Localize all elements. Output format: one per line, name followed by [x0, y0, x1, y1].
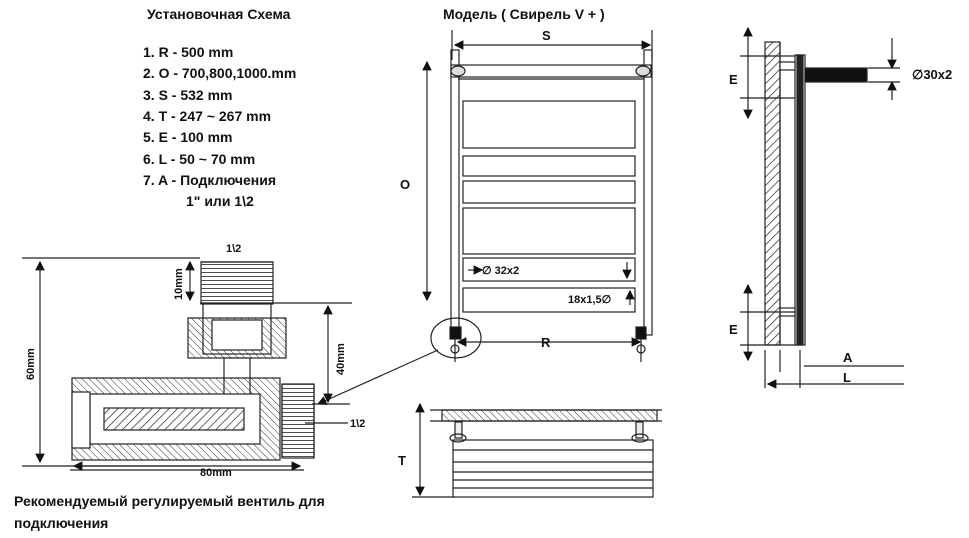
- valve-drawing: [22, 257, 352, 471]
- dim-label-l: L: [843, 370, 851, 385]
- front-view: [316, 30, 653, 405]
- pipe-diameter-label: ∅ 32x2: [482, 265, 520, 277]
- model-title: Модель ( Свирель V + ): [443, 6, 605, 22]
- spec-item-l: 6. L - 50 ~ 70 mm: [143, 151, 256, 167]
- bracket-diameter-label: ∅30x2: [912, 67, 953, 82]
- valve-top-thread: 1\2: [226, 243, 242, 255]
- spec-item-o: 2. O - 700,800,1000.mm: [143, 65, 297, 81]
- spec-item-t: 4. T - 247 ~ 267 mm: [143, 108, 272, 124]
- spec-item-r: 1. R - 500 mm: [143, 44, 234, 60]
- spec-item-a: 7. A - Подключения: [143, 172, 277, 188]
- side-view: [740, 26, 904, 389]
- dim-label-a: A: [843, 350, 853, 365]
- valve-caption-line2: подключения: [14, 515, 109, 531]
- valve-caption-line1: Рекомендуемый регулируемый вентиль для: [14, 493, 325, 509]
- install-scheme-title: Установочная Схема: [147, 6, 291, 22]
- valve-dim-40: 40mm: [335, 343, 347, 375]
- spec-item-a-thread: 1" или 1\2: [186, 193, 254, 209]
- valve-dim-80: 80mm: [200, 467, 232, 479]
- dim-label-s: S: [542, 28, 551, 43]
- dim-label-e-bottom: E: [729, 322, 738, 337]
- dim-label-t: T: [398, 453, 406, 468]
- valve-side-thread: 1\2: [350, 418, 366, 430]
- dim-label-r: R: [541, 335, 551, 350]
- valve-diameter-label: 18x1,5∅: [568, 294, 612, 306]
- spec-item-s: 3. S - 532 mm: [143, 87, 233, 103]
- dim-label-o: O: [400, 177, 411, 192]
- top-view: [412, 402, 662, 498]
- valve-dim-10: 10mm: [173, 268, 185, 300]
- dim-label-e-top: E: [729, 72, 738, 87]
- spec-item-e: 5. E - 100 mm: [143, 129, 233, 145]
- valve-dim-60: 60mm: [25, 348, 37, 380]
